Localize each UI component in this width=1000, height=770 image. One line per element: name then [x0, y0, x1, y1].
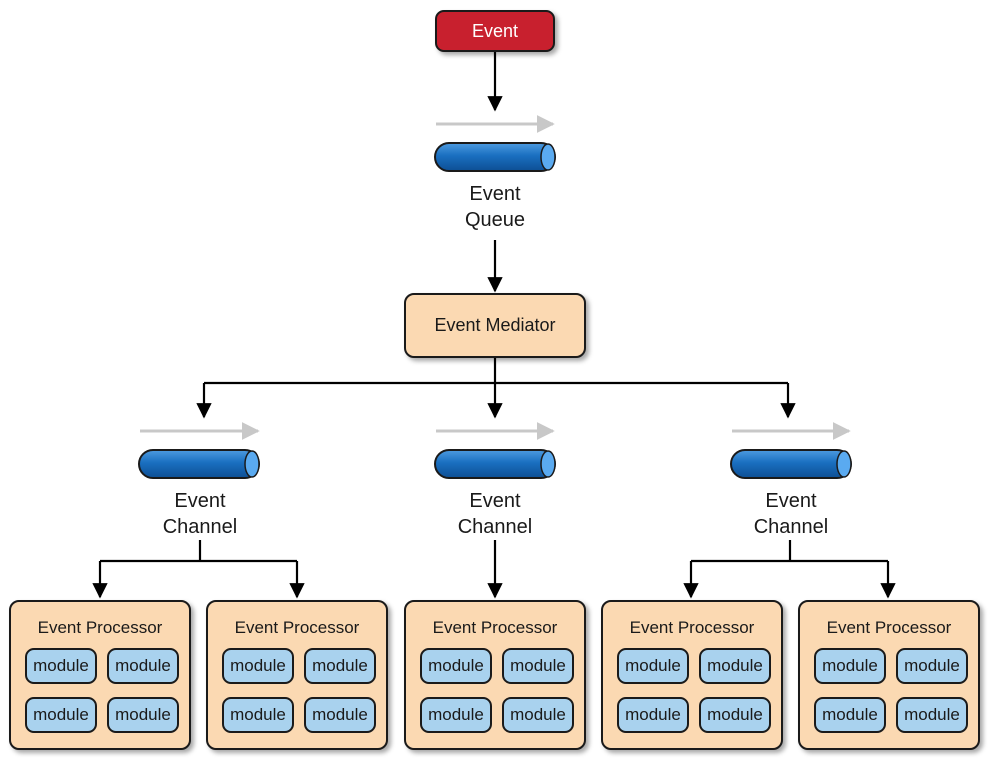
event-channel-label: Event Channel — [721, 488, 861, 540]
event-processor-node: Event Processor module module module mod… — [601, 600, 783, 750]
module-node: module — [107, 697, 179, 733]
module-node: module — [896, 648, 968, 684]
connector-lines — [92, 52, 896, 599]
event-channel-label-line2: Channel — [457, 516, 533, 538]
event-queue-label: Event Queue — [425, 181, 565, 233]
flow-arrows — [140, 115, 851, 440]
event-mediator-label: Event Mediator — [434, 315, 556, 335]
event-channel-label: Event Channel — [130, 488, 270, 540]
event-mediator-node: Event Mediator — [404, 293, 586, 358]
event-channel-pipe-icon — [730, 449, 852, 479]
event-label: Event — [471, 20, 519, 41]
module-node: module — [420, 648, 492, 684]
event-node: Event — [435, 10, 555, 52]
module-node: module — [617, 648, 689, 684]
event-processor-title: Event Processor — [37, 618, 163, 637]
event-processor-node: Event Processor module module module mod… — [798, 600, 980, 750]
event-channel-label-line1: Event — [174, 490, 226, 512]
module-node: module — [25, 697, 97, 733]
event-channel-label-line2: Channel — [753, 516, 829, 538]
event-channel-label: Event Channel — [425, 488, 565, 540]
module-node: module — [814, 697, 886, 733]
event-processor-title: Event Processor — [629, 618, 755, 637]
module-node: module — [699, 648, 771, 684]
module-node: module — [222, 648, 294, 684]
event-processor-title: Event Processor — [826, 618, 952, 637]
module-node: module — [107, 648, 179, 684]
event-processor-node: Event Processor module module module mod… — [206, 600, 388, 750]
event-processor-node: Event Processor module module module mod… — [404, 600, 586, 750]
module-node: module — [222, 697, 294, 733]
module-node: module — [420, 697, 492, 733]
event-channel-pipe-icon — [434, 449, 556, 479]
event-processor-title: Event Processor — [234, 618, 360, 637]
event-processor-node: Event Processor module module module mod… — [9, 600, 191, 750]
module-node: module — [304, 648, 376, 684]
event-queue-pipe-icon — [434, 142, 556, 172]
module-node: module — [304, 697, 376, 733]
event-channel-pipe-icon — [138, 449, 260, 479]
event-queue-label-line1: Event — [469, 183, 521, 205]
event-queue-label-line2: Queue — [464, 209, 526, 231]
event-channel-label-line1: Event — [765, 490, 817, 512]
module-node: module — [617, 697, 689, 733]
module-node: module — [699, 697, 771, 733]
module-node: module — [896, 697, 968, 733]
event-processor-title: Event Processor — [432, 618, 558, 637]
module-node: module — [25, 648, 97, 684]
module-node: module — [502, 697, 574, 733]
module-node: module — [502, 648, 574, 684]
event-channel-label-line2: Channel — [162, 516, 238, 538]
event-channel-label-line1: Event — [469, 490, 521, 512]
module-node: module — [814, 648, 886, 684]
